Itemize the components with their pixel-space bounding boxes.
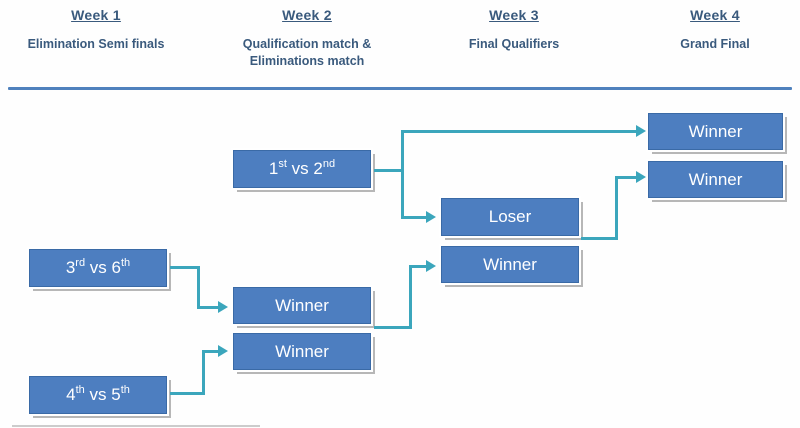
match-1v2-sup1: st xyxy=(278,157,287,170)
connector-loser-out-line xyxy=(581,237,618,240)
connector-1v2-branch-line xyxy=(401,130,404,219)
week3-winner-box: Winner xyxy=(441,246,579,283)
week4-winner-top-box: Winner xyxy=(648,113,783,150)
match-4v5-sup1: th xyxy=(75,383,85,396)
match-1v2-text2: vs 2 xyxy=(286,159,323,178)
connector-1v2-out-line xyxy=(374,169,404,172)
week2-winner-top-label: Winner xyxy=(275,295,329,315)
week3-loser-box: Loser xyxy=(441,198,579,236)
week4-subtitle: Grand Final xyxy=(680,37,750,51)
week4-title: Week 4 xyxy=(690,7,740,23)
week3-loser-label: Loser xyxy=(488,207,532,226)
match-4v5-text: 4 xyxy=(66,385,76,404)
connector-1v2-to-loser-line xyxy=(401,216,428,219)
week3-title: Week 3 xyxy=(489,7,539,23)
week3-subtitle: Final Qualifiers xyxy=(468,37,560,51)
connector-week2-winners-up-line xyxy=(409,265,412,329)
connector-3v6-out-line xyxy=(170,266,200,269)
connector-week2-winners-in-line xyxy=(409,265,428,268)
week4-winner-top-label: Winner xyxy=(688,121,743,141)
match-3v6-sup2: th xyxy=(120,256,131,269)
match-1v2-sup2: nd xyxy=(322,157,336,170)
connector-3v6-in-line xyxy=(197,306,219,309)
match-1v2-text: 1 xyxy=(268,159,279,178)
week3-column-header: Week 3 Final Qualifiers xyxy=(434,7,594,53)
arrow-into-week2-winner-bottom-icon xyxy=(218,345,228,357)
week1-subtitle: Elimination Semi finals xyxy=(27,37,165,51)
week1-title: Week 1 xyxy=(71,7,121,23)
bottom-edge-line xyxy=(12,425,260,427)
connector-loser-up-line xyxy=(615,176,618,240)
connector-4v5-up-line xyxy=(202,350,205,395)
match-3v6-text2: vs 6 xyxy=(85,258,121,277)
connector-week2-winners-out-line xyxy=(374,326,412,329)
connector-4v5-out-line xyxy=(170,392,205,395)
week4-column-header: Week 4 Grand Final xyxy=(635,7,795,53)
arrow-into-week4-winner-bottom-icon xyxy=(636,171,646,183)
week4-winner-bottom-box: Winner xyxy=(648,161,783,198)
arrow-into-week4-winner-top-icon xyxy=(636,125,646,137)
connector-4v5-in-line xyxy=(202,350,219,353)
header-divider-line xyxy=(8,87,792,90)
week2-column-header: Week 2 Qualification match & Elimination… xyxy=(227,7,387,70)
match-4v5-text2: vs 5 xyxy=(84,385,121,404)
match-3v6-text: 3 xyxy=(65,258,76,277)
connector-loser-to-grandfinal-line xyxy=(615,176,638,179)
week2-winner-bottom-label: Winner xyxy=(275,341,329,361)
week2-title: Week 2 xyxy=(282,7,332,23)
week3-winner-label: Winner xyxy=(483,254,537,274)
week2-subtitle: Qualification match & Eliminations match xyxy=(242,37,372,68)
match-4v5-sup2: th xyxy=(120,383,130,396)
week2-winner-bottom-box: Winner xyxy=(233,333,371,370)
match-3v6-sup1: rd xyxy=(75,256,86,269)
connector-1v2-to-grandfinal-line xyxy=(401,130,638,133)
arrow-into-week2-winner-top-icon xyxy=(218,301,228,313)
week4-winner-bottom-label: Winner xyxy=(688,169,743,189)
week2-winner-top-box: Winner xyxy=(233,287,371,324)
week1-column-header: Week 1 Elimination Semi finals xyxy=(16,7,176,53)
arrow-into-week3-winner-icon xyxy=(426,260,436,272)
connector-3v6-down-line xyxy=(197,266,200,309)
arrow-into-loser-icon xyxy=(426,211,436,223)
